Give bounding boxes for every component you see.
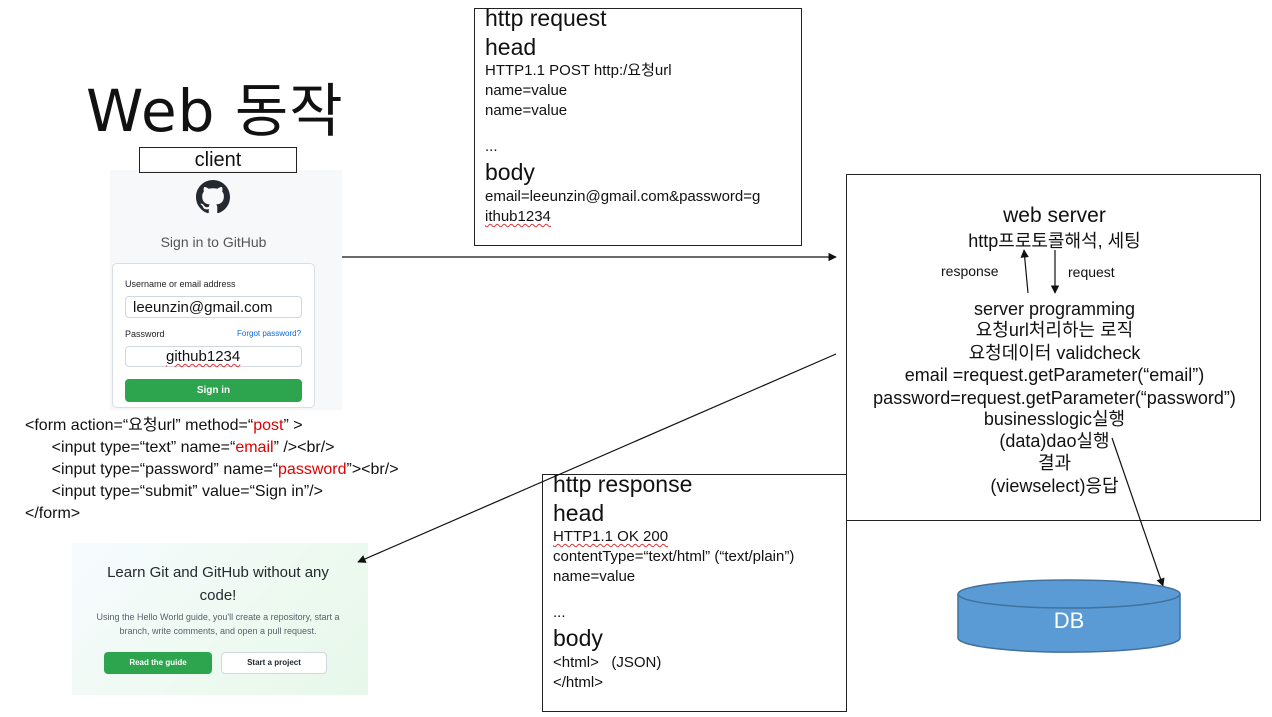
code-line1-pre: <form action=“요청url” method=“ [25,417,254,434]
github-logo-icon [196,180,230,214]
page-title: Web 동작 [86,77,344,145]
signin-heading: Sign in to GitHub [160,234,267,250]
request-body-line2: ithub1234 [485,208,551,225]
request-line1: HTTP1.1 POST http:/요청url [485,62,672,79]
client-label: client [139,147,297,173]
request-body-label: body [485,159,535,185]
http-request-box: http request head HTTP1.1 POST http:/요청u… [474,5,802,246]
response-label: response [941,263,999,279]
response-body-label: body [553,625,603,651]
request-ellipsis: ... [485,138,498,155]
request-line3: name=value [485,102,568,119]
request-title: http request [485,5,607,31]
request-head-label: head [485,34,537,60]
password-label: Password [125,329,165,339]
response-ellipsis: ... [553,604,566,621]
code-line4: <input type=“submit” value=“Sign in”/> [25,483,323,500]
code-line1-post: ” > [283,417,303,434]
server-title: web server [1003,204,1106,227]
read-guide-button[interactable]: Read the guide [104,652,212,674]
request-label: request [1068,264,1115,280]
form-code: <form action=“요청url” method=“post” > <in… [25,415,399,525]
server-line-4: password=request.getParameter(“password”… [873,388,1236,408]
response-title: http response [553,471,693,497]
db-cylinder: DB [957,579,1181,653]
db-label: DB [1054,608,1085,633]
server-line-7: 결과 [1037,453,1072,473]
server-line-0: server programming [973,299,1136,319]
server-to-db-arrow [1111,437,1165,587]
server-line-1: 요청url처리하는 로직 [975,320,1134,340]
response-body-line1: <html> (JSON) [553,654,662,671]
server-line-2: 요청데이터 validcheck [968,343,1141,363]
code-line3-pre: <input type=“password” name=“ [25,461,279,478]
code-email-name: email [235,439,274,456]
username-label: Username or email address [125,279,236,289]
request-line2: name=value [485,82,568,99]
server-to-client-arrow [357,353,837,563]
code-line5: </form> [25,505,81,522]
request-body-line1: email=leeunzin@gmail.com&password=g [485,188,761,205]
response-body-line2: </html> [553,674,604,691]
code-password-name: password [278,461,347,478]
response-arrow [1020,249,1029,294]
server-line-8: (viewselect)응답 [990,476,1119,496]
server-line-3: email =request.getParameter(“email”) [904,365,1205,385]
response-head-label: head [553,500,605,526]
web-server-box: web server http프로토콜해석, 세팅 response reque… [846,174,1261,521]
promo-body: Using the Hello World guide, you'll crea… [96,612,340,636]
response-line1-text: HTTP1.1 OK 200 [553,528,669,545]
password-value: github1234 [166,348,241,365]
signin-button[interactable]: Sign in [125,379,302,402]
response-line3: name=value [553,568,636,585]
server-line-5: businesslogic실행 [983,409,1126,429]
username-field[interactable]: leeunzin@gmail.com [125,296,302,318]
code-line2-pre: <input type=“text” name=“ [25,439,236,456]
start-project-button[interactable]: Start a project [221,652,327,674]
promo-title: Learn Git and GitHub without any code! [107,564,329,604]
forgot-password-link[interactable]: Forgot password? [237,329,302,338]
server-line-6: (data)dao실행 [999,431,1110,451]
code-line2-post: ” /><br/> [273,439,335,456]
response-line2: contentType=“text/html” (“text/plain”) [553,548,795,565]
http-response-box: http response head HTTP1.1 OK 200 conten… [542,471,847,712]
password-field[interactable]: github1234 [125,346,302,367]
code-method: post [253,417,284,434]
server-protocol: http프로토콜해석, 세팅 [968,231,1141,251]
response-line1: HTTP1.1 OK 200 [553,527,668,547]
code-line3-post: ”><br/> [346,461,399,478]
